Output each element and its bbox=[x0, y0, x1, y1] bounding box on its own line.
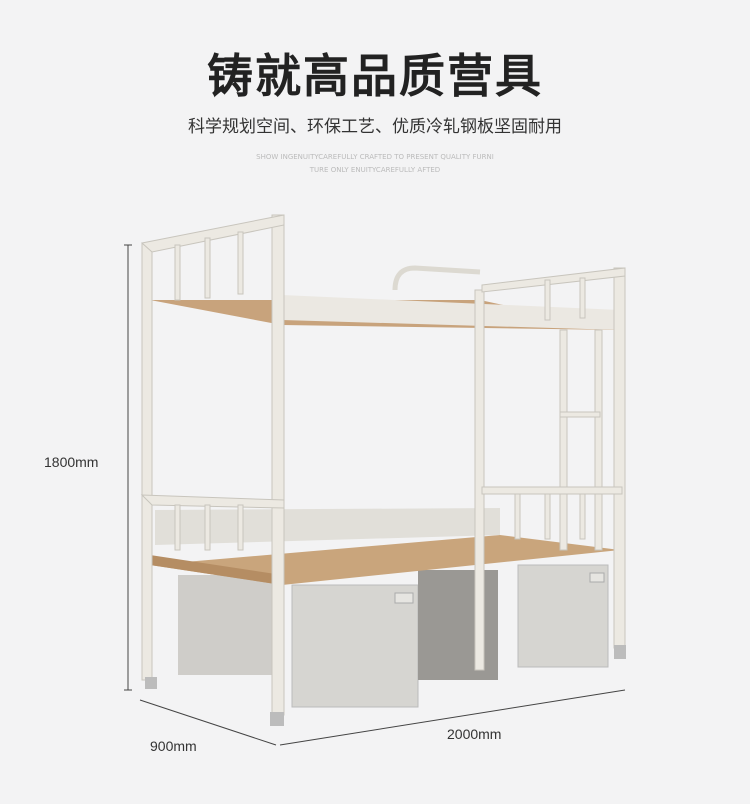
height-dimension: 1800mm bbox=[44, 454, 99, 470]
english-tagline: SHOW INGENUITYCAREFULLY CRAFTED TO PRESE… bbox=[0, 151, 750, 177]
tagline-line-1: SHOW INGENUITYCAREFULLY CRAFTED TO PRESE… bbox=[256, 153, 494, 161]
subtitle: 科学规划空间、环保工艺、优质冷轧钢板坚固耐用 bbox=[188, 117, 562, 137]
tagline-line-2: TURE ONLY ENUITYCAREFULLY AFTED bbox=[309, 166, 441, 174]
frame bbox=[140, 214, 626, 716]
page-title: 铸就高品质营具 bbox=[207, 49, 543, 103]
storage-cabinets bbox=[178, 564, 609, 708]
length-dimension: 2000mm bbox=[447, 726, 502, 742]
dimension-lines bbox=[124, 244, 626, 746]
depth-dimension: 900mm bbox=[150, 738, 197, 754]
